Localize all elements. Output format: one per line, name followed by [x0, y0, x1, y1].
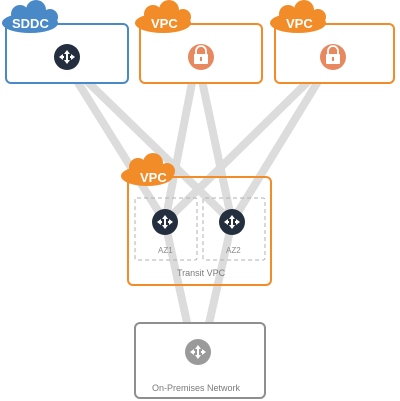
connector-vpc1-az2 [193, 53, 236, 226]
transit-vpc-box [127, 176, 272, 286]
vpc-node-2: VPC [270, 0, 395, 84]
router-icon [152, 209, 178, 235]
lock-icon [188, 44, 214, 70]
onprem-node: On-Premises Network [134, 322, 266, 399]
sddc-label: SDDC [12, 16, 49, 31]
az1-label: AZ1 [158, 246, 173, 255]
lock-icon [320, 44, 346, 70]
cloud-icon [2, 0, 58, 33]
cloud-icon [121, 153, 175, 186]
router-icon [185, 339, 211, 365]
cloud-icon [135, 0, 191, 33]
router-icon [54, 44, 80, 70]
cloud-icon [270, 0, 326, 33]
connector-lines [58, 53, 337, 354]
onprem-caption: On-Premises Network [152, 383, 241, 393]
transit-cloud-label: VPC [140, 170, 167, 185]
az1-box [134, 197, 198, 261]
az2-label: AZ2 [226, 246, 241, 255]
transit-vpc-caption: Transit VPC [177, 268, 226, 278]
connector-vpc1-az1 [161, 53, 201, 226]
transit-vpc-node: VPC AZ1 AZ2 Transit VPC [121, 153, 272, 286]
connector-vpc2-az1 [161, 53, 337, 226]
router-icon [219, 209, 245, 235]
connector-sddc-az1 [58, 53, 169, 226]
vpc-label-1: VPC [151, 16, 178, 31]
az2-box [202, 197, 266, 261]
sddc-node: SDDC [2, 0, 129, 84]
vpc-label-2: VPC [286, 16, 313, 31]
connector-vpc2-az2 [228, 53, 337, 226]
vpc-node-1: VPC [135, 0, 263, 84]
connector-sddc-az2 [58, 53, 236, 226]
